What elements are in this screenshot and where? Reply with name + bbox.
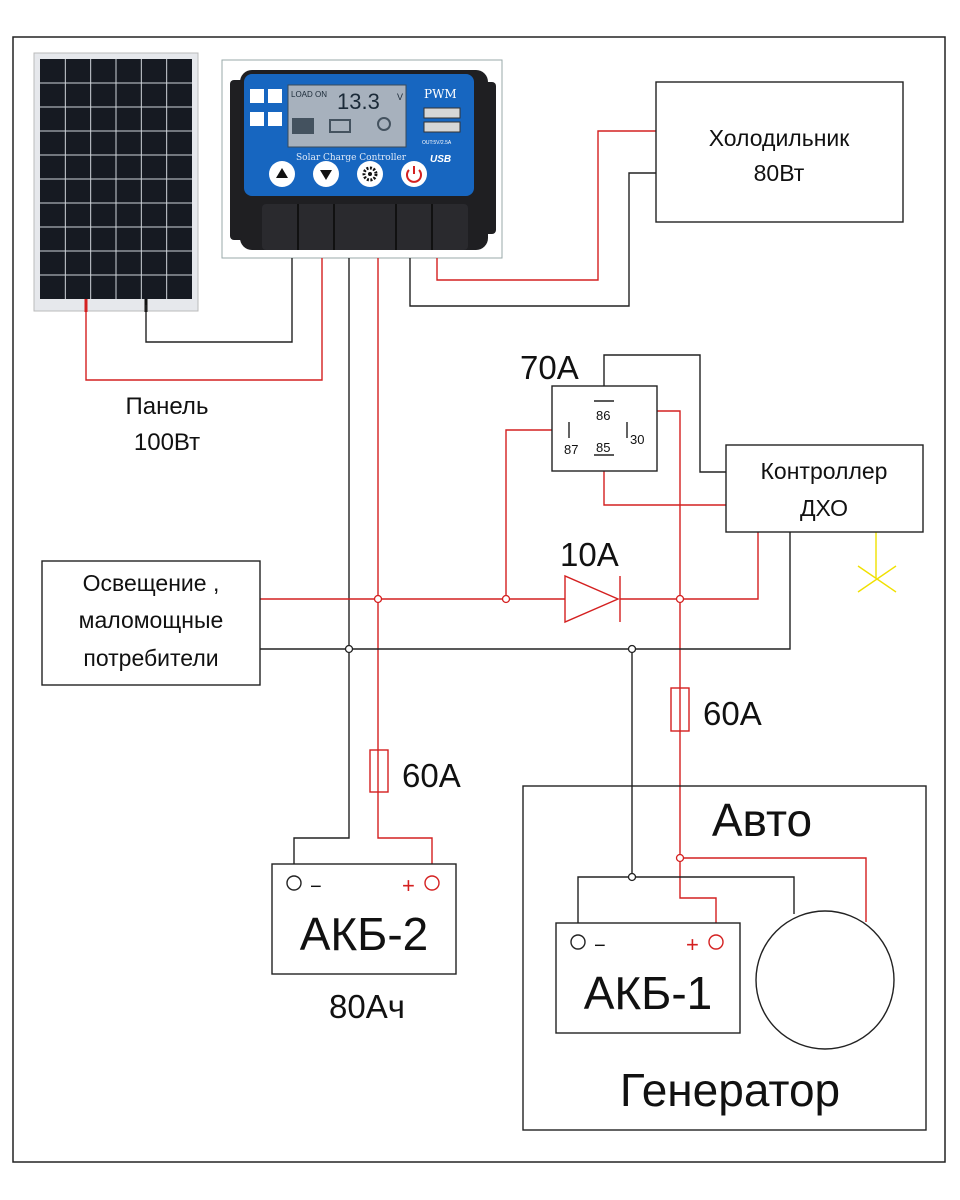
panel-label: Панель [126, 393, 209, 420]
generator-label: Генератор [620, 1064, 840, 1116]
fuse-main: 60А [369, 749, 461, 794]
relay-rating: 70А [520, 349, 579, 386]
relay-pin-85: 85 [596, 440, 610, 455]
lighting-line2: маломощные [79, 607, 224, 633]
solar-panel [33, 52, 199, 312]
battery1-negative-terminal [570, 934, 586, 950]
pwm-brand: PWM [424, 87, 457, 101]
relay-pin-86: 86 [596, 408, 610, 423]
battery1-minus: − [594, 935, 606, 957]
drl-controller-type: ДХО [800, 495, 848, 521]
diagram-frame [12, 36, 946, 1163]
battery1-plus: + [686, 932, 699, 957]
power-button[interactable] [401, 161, 427, 187]
car-title: Авто [712, 794, 812, 846]
lcd-battery-icon [329, 119, 351, 133]
battery2-negative-terminal [286, 875, 302, 891]
battery2-name: АКБ-2 [300, 908, 429, 960]
fridge-power: 80Вт [754, 160, 805, 186]
junction-dots [344, 594, 685, 882]
fuse-main-rating: 60А [402, 757, 461, 794]
relay-pin-87: 87 [564, 442, 578, 457]
battery1-name: АКБ-1 [584, 967, 713, 1019]
lighting-line1: Освещение , [83, 570, 220, 596]
panel-negative-wire [145, 258, 293, 343]
usb-spec: OUT:5V/2.5A [422, 140, 452, 146]
diode: 10А [560, 536, 621, 624]
down-arrow-button[interactable] [313, 161, 339, 187]
drl-controller-box: Контроллер ДХО [725, 444, 924, 533]
fuse-car: 60А [670, 687, 762, 732]
relay-86-wire [603, 354, 726, 473]
lighting-line3: потребители [83, 645, 218, 671]
battery1: − + АКБ-1 [555, 922, 741, 1034]
fuse-car-rating: 60А [703, 695, 762, 732]
gear-button[interactable] [357, 161, 383, 187]
lcd-unit: V [397, 92, 403, 102]
battery2-plus: + [402, 873, 415, 898]
fridge-label: Холодильник [709, 125, 851, 151]
fridge-positive-wire [436, 130, 656, 281]
fridge-negative-wire [409, 172, 656, 307]
lcd-bulb-icon [377, 117, 391, 131]
battery2-minus: − [310, 876, 322, 898]
car-box: Авто − + АКБ-1 Генератор [522, 785, 927, 1131]
relay-87-wire [505, 429, 569, 599]
battery2-capacity: 80Ач [329, 988, 405, 1025]
lighting-negative-wire [260, 532, 791, 650]
controller-caption: Solar Charge Controller [296, 153, 407, 163]
relay: 70А 86 87 85 30 [520, 349, 658, 472]
drl-controller-label: Контроллер [761, 458, 888, 484]
charge-controller: LOAD ON 13.3 V PWM Solar Charge Controll… [221, 59, 503, 259]
lcd-voltage: 13.3 [337, 89, 380, 114]
battery2-positive-terminal [424, 875, 440, 891]
lcd-mode: LOAD ON [291, 90, 327, 99]
usb-label: USB [430, 154, 451, 165]
battery2-negative-wire [293, 258, 350, 876]
usb-port [423, 107, 461, 133]
wires [85, 130, 897, 937]
panel-positive-wire [85, 258, 323, 381]
relay-pin-30: 30 [630, 432, 644, 447]
generator-circle [755, 910, 895, 1050]
lighting-box: Освещение , маломощные потребители [41, 560, 261, 686]
battery1-positive-terminal [708, 934, 724, 950]
lcd-panel-icon [292, 118, 314, 134]
up-arrow-button[interactable] [269, 161, 295, 187]
fridge-box: Холодильник 80Вт [655, 81, 904, 223]
panel-power: 100Вт [134, 429, 200, 456]
diode-rating: 10А [560, 536, 619, 573]
battery2: − + АКБ-2 [271, 863, 457, 975]
